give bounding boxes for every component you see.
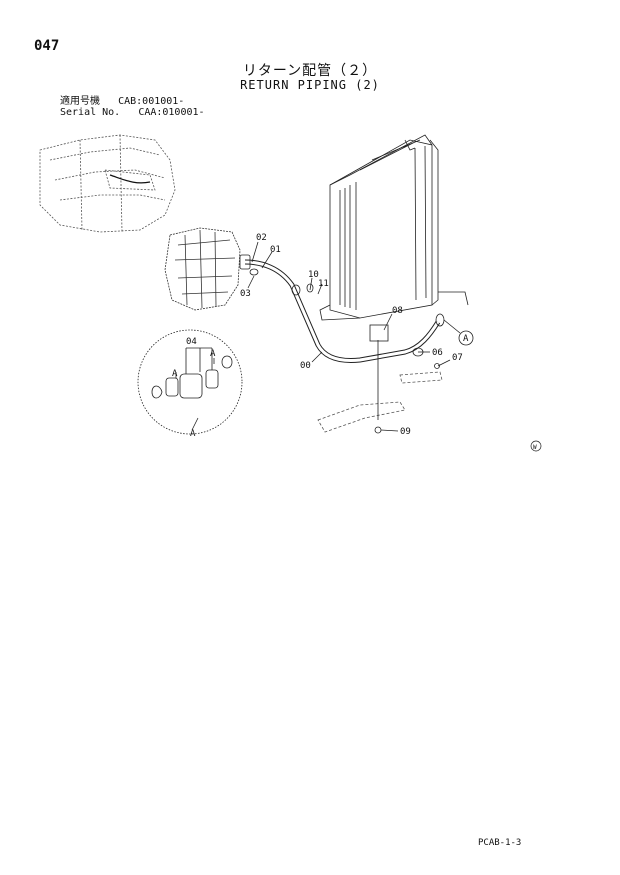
reference-a-text: A — [463, 334, 469, 344]
applicability-value-cab: CAB:001001- — [118, 96, 185, 107]
page-title-english: RETURN PIPING (2) — [240, 78, 380, 92]
detail-a-parts — [151, 347, 233, 431]
detail-a-marker-2: A — [210, 349, 216, 359]
callout-00: 00 — [300, 361, 311, 371]
callout-03: 03 — [240, 289, 251, 299]
callout-07: 07 — [452, 353, 463, 363]
applicability-label-serial: Serial No. — [60, 107, 121, 118]
radiator-sketch — [319, 134, 439, 321]
corner-mark-text: W — [533, 444, 537, 451]
applicability-row-serial: Serial No. CAA:010001- — [60, 107, 205, 118]
applicability-row-cab: 適用号機 CAB:001001- — [60, 96, 205, 107]
callout-09: 09 — [400, 427, 411, 437]
applicability-value-serial: CAA:010001- — [138, 107, 205, 118]
callout-02: 02 — [256, 233, 267, 243]
callout-labels: 02 01 03 10 11 00 08 06 07 09 04 A A A — [172, 233, 463, 439]
page-title-japanese: リターン配管（２） — [242, 63, 378, 79]
control-valve-sketch — [164, 227, 241, 311]
frame-sketch — [317, 371, 443, 433]
callout-10: 10 — [308, 270, 319, 280]
callout-04: 04 — [186, 337, 197, 347]
detail-a-marker-1: A — [172, 369, 178, 379]
applicability-label-jp: 適用号機 — [60, 96, 100, 107]
detail-a-label: A — [190, 429, 196, 439]
cab-sketch — [39, 134, 176, 233]
applicability-block: 適用号機 CAB:001001- Serial No. CAA:010001- — [60, 96, 205, 118]
reference-a-bubble: A — [458, 330, 474, 346]
corner-mark: W — [530, 440, 542, 452]
fitting-02 — [239, 254, 251, 270]
footer-page-code: PCAB-1-3 — [478, 838, 522, 848]
callout-06: 06 — [432, 348, 443, 358]
detail-circle-a — [137, 329, 243, 435]
return-hose — [244, 259, 441, 363]
callout-08: 08 — [392, 306, 403, 316]
callout-11: 11 — [318, 279, 329, 289]
page-number: 047 — [34, 38, 60, 54]
callout-01: 01 — [270, 245, 281, 255]
clamp-bracket-08 — [369, 324, 389, 342]
